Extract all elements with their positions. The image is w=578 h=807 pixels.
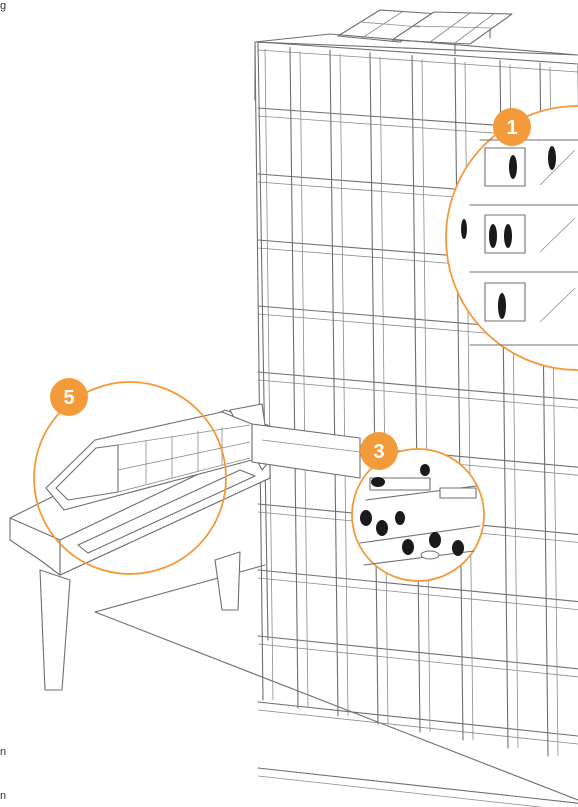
frame-member: [258, 710, 578, 744]
frame-member: [422, 59, 430, 732]
frame-member: [258, 636, 578, 669]
badge-5-number: 5: [63, 387, 74, 409]
frame-member: [258, 644, 578, 677]
frame-member: [258, 380, 578, 408]
frame-member: [330, 50, 338, 716]
frame-member: [258, 776, 578, 807]
frame-member: [300, 52, 308, 708]
frame-member: [258, 42, 268, 640]
badge-5: 5: [50, 378, 88, 416]
badge-3: 3: [360, 432, 398, 470]
frame-member: [290, 48, 298, 708]
frame-member: [258, 702, 578, 736]
frame-member: [370, 53, 378, 724]
callout-3-ring: [352, 449, 484, 581]
badge-1-number: 1: [506, 117, 517, 139]
frame-member: [455, 58, 463, 740]
frame-member: [258, 372, 578, 400]
frame-member: [265, 49, 273, 700]
badge-1: 1: [493, 108, 531, 146]
badge-3-number: 3: [373, 441, 384, 463]
frame-member: [340, 54, 348, 716]
frame-member: [258, 768, 578, 803]
